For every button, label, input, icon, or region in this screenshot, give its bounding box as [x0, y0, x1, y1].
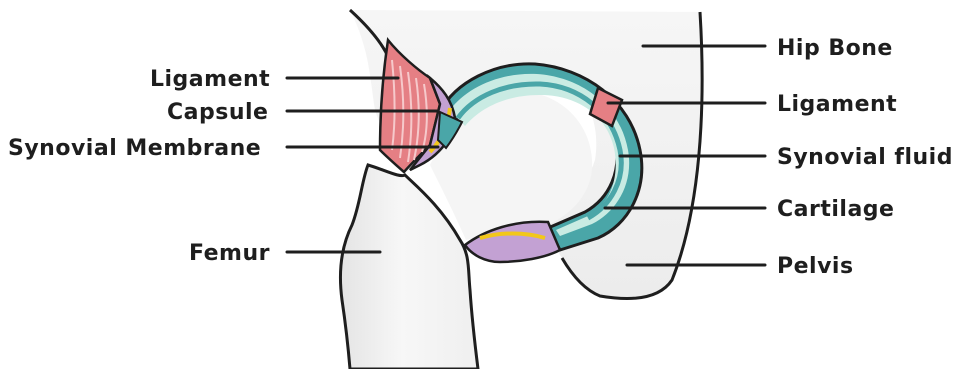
label-capsule: Capsule [167, 100, 268, 125]
label-synovial-fluid: Synovial fluid [777, 145, 953, 170]
label-hip-bone: Hip Bone [777, 36, 893, 61]
label-ligament-right: Ligament [777, 92, 897, 117]
label-femur: Femur [189, 241, 270, 266]
label-cartilage: Cartilage [777, 197, 894, 222]
label-ligament-left: Ligament [150, 67, 270, 92]
label-pelvis: Pelvis [777, 254, 854, 279]
label-synovial-membrane: Synovial Membrane [8, 136, 261, 161]
